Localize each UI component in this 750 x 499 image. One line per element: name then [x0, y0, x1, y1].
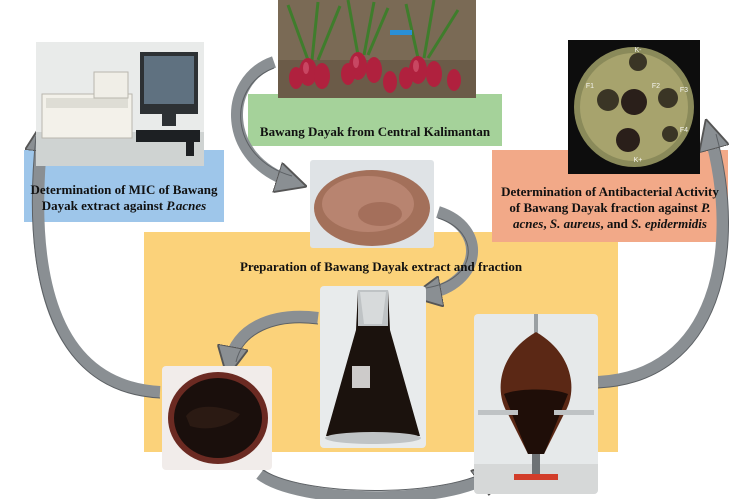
petri-label-k-pos: K+ — [634, 157, 643, 164]
thick-extract-bowl-image — [162, 366, 272, 470]
petri-label-f2: F2 — [652, 83, 660, 90]
antibacterial-label-line2: of Bawang Dayak fraction against P. — [492, 200, 728, 216]
source-label: Bawang Dayak from Central Kalimantan — [248, 124, 502, 140]
mic-label-line1: Determination of MIC of Bawang — [30, 182, 218, 197]
separatory-funnel-image — [474, 314, 598, 494]
petri-dish-inhibition-zone-image: K- F1 F2 F3 K+ F4 — [568, 40, 700, 174]
antibacterial-label-line1: Determination of Antibacterial Activity — [501, 184, 719, 199]
mic-label-line2-prefix: Dayak extract against — [41, 198, 167, 213]
mic-label-line2: Dayak extract against P.acnes — [24, 198, 224, 214]
antibacterial-label: Determination of Antibacterial Activity … — [492, 184, 728, 232]
antibacterial-species-a: acnes — [513, 216, 544, 231]
antibacterial-sep-b: , and — [600, 216, 632, 231]
mic-label-species: P.acnes — [166, 198, 207, 213]
petri-label-k-neg: K- — [635, 47, 643, 54]
preparation-label-text: Preparation of Bawang Dayak extract and … — [239, 259, 523, 274]
petri-label-f4: F4 — [680, 127, 688, 134]
erlenmeyer-flask-image — [320, 286, 426, 448]
petri-label-f3: F3 — [680, 87, 688, 94]
spectrophotometer-image — [36, 42, 204, 166]
simplicia-powder-image — [310, 160, 434, 248]
bawang-dayak-bulbs-image — [278, 0, 476, 98]
antibacterial-line2-species: P. — [701, 200, 711, 215]
antibacterial-species-b: S. aureus — [549, 216, 601, 231]
arrow-extract-to-funnel — [256, 474, 492, 499]
antibacterial-label-line3: acnes, S. aureus, and S. epidermidis — [492, 216, 728, 232]
antibacterial-species-c: S. epidermidis — [631, 216, 707, 231]
petri-label-f1: F1 — [586, 83, 594, 90]
source-label-text: Bawang Dayak from Central Kalimantan — [259, 124, 491, 139]
antibacterial-sep-a: , — [543, 216, 550, 231]
preparation-label: Preparation of Bawang Dayak extract and … — [144, 259, 618, 275]
mic-label: Determination of MIC of Bawang Dayak ext… — [24, 182, 224, 214]
antibacterial-line2-prefix: of Bawang Dayak fraction against — [509, 200, 702, 215]
